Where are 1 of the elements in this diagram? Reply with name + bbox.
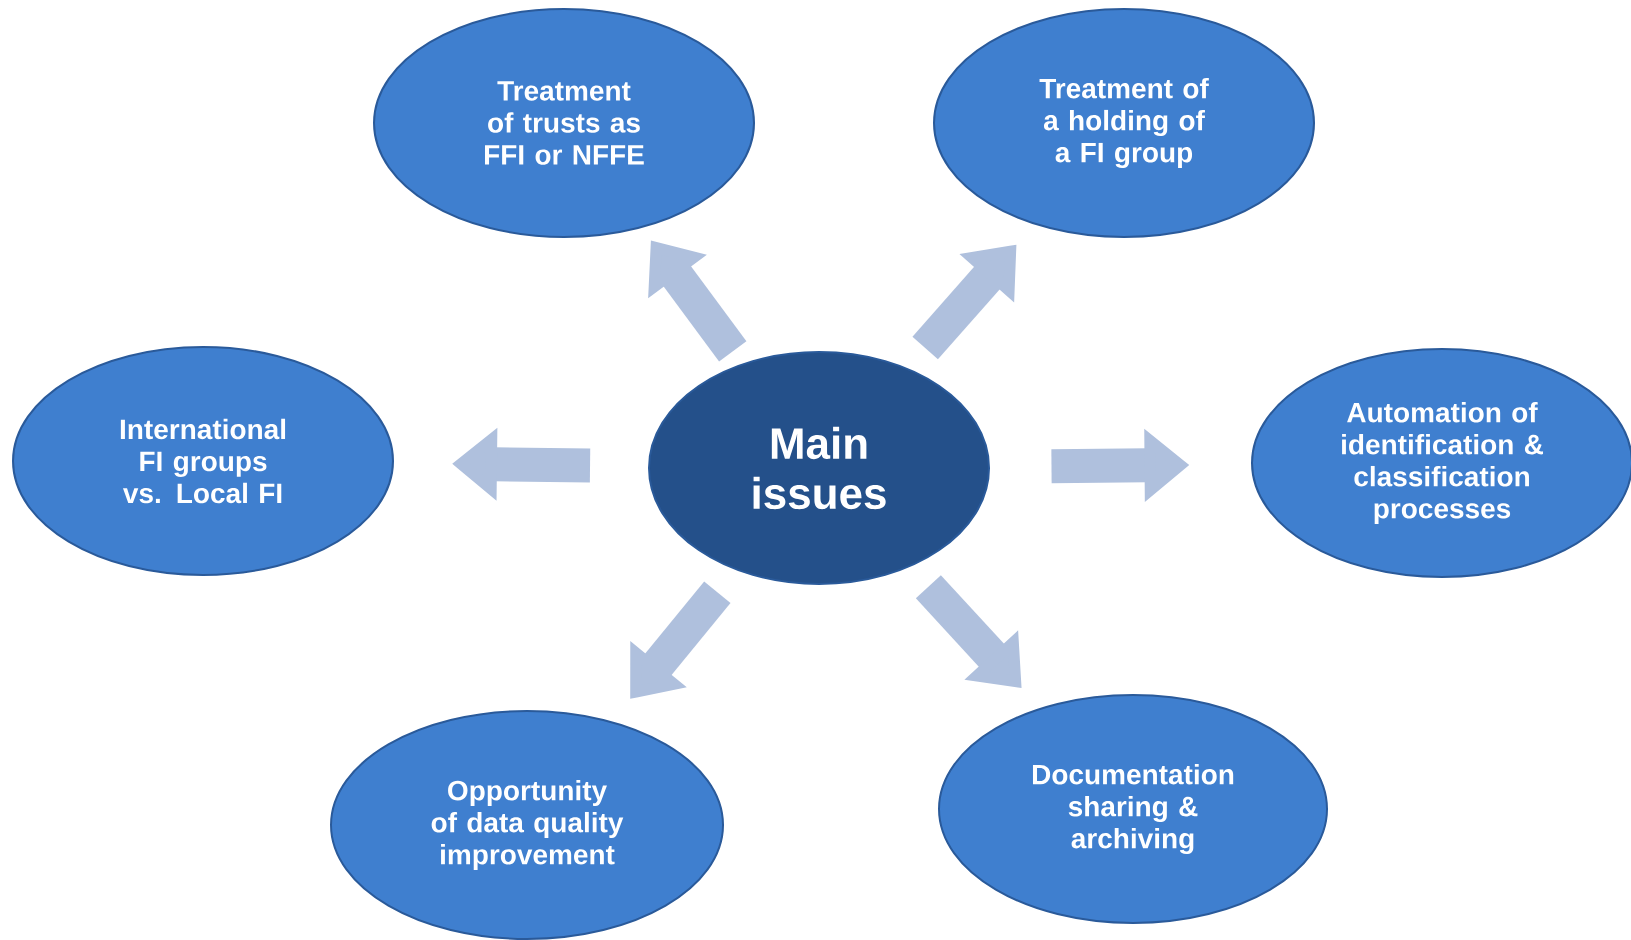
block-arrow <box>915 575 1022 688</box>
